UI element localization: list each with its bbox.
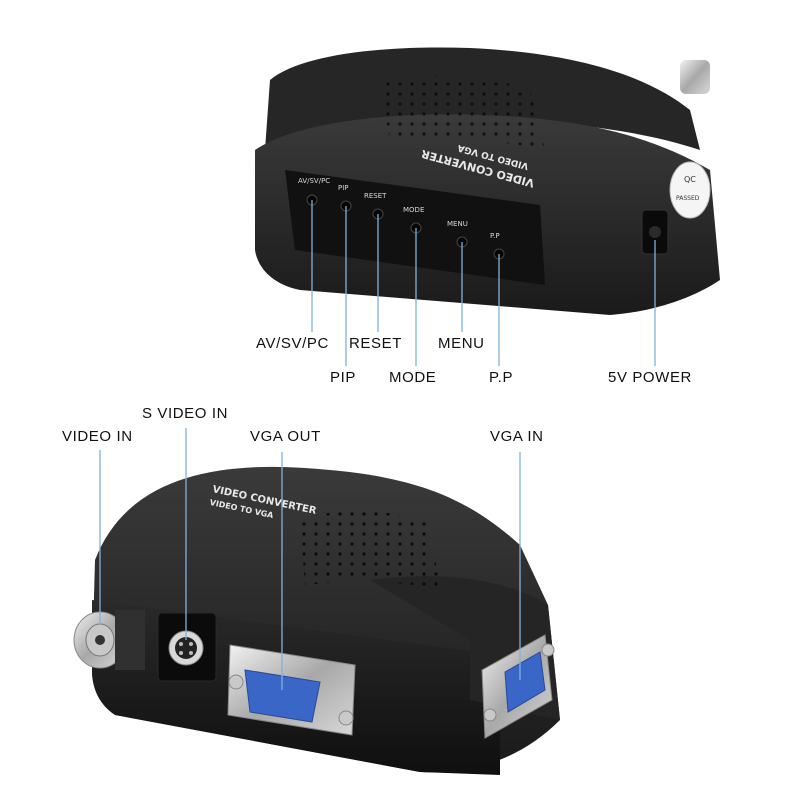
- panel-label-mode: MODE: [403, 206, 424, 214]
- top-device: VIDEO CONVERTER VIDEO TO VGA AV/SV/PC PI…: [255, 47, 720, 315]
- bottom-device-vent-grille: [300, 510, 440, 590]
- bottom-leader-lines: [99, 428, 521, 690]
- bnc-video-in-connector[interactable]: [73, 610, 145, 670]
- qc-sticker-line2: PASSED: [676, 195, 700, 202]
- callout-menu: MENU: [438, 335, 485, 352]
- vga-out-connector[interactable]: [227, 644, 356, 736]
- panel-label-av: AV/SV/PC: [298, 177, 330, 185]
- panel-label-pip: PIP: [338, 184, 349, 192]
- s-video-connector[interactable]: [157, 612, 217, 682]
- callout-pp: P.P: [489, 369, 514, 386]
- qc-sticker-line1: QC: [684, 175, 696, 184]
- top-leader-lines: [311, 200, 656, 366]
- callout-video-in: VIDEO IN: [62, 428, 133, 445]
- panel-label-menu: MENU: [447, 220, 468, 228]
- callout-5v-power: 5V POWER: [608, 369, 692, 386]
- power-jack-hole: [649, 226, 661, 238]
- callout-vga-out: VGA OUT: [250, 428, 321, 445]
- top-bnc-connector: [680, 60, 710, 94]
- panel-label-pp: P.P: [490, 232, 500, 240]
- callout-av-sv-pc: AV/SV/PC: [256, 335, 329, 352]
- callout-s-video-in: S VIDEO IN: [142, 405, 229, 422]
- callout-pip: PIP: [330, 369, 356, 386]
- callout-reset: RESET: [349, 335, 403, 352]
- top-device-vent-grille: [380, 74, 545, 150]
- callout-vga-in: VGA IN: [490, 428, 544, 445]
- vga-in-connector[interactable]: [481, 634, 555, 739]
- callout-mode: MODE: [389, 369, 437, 386]
- qc-sticker: [669, 161, 711, 219]
- bottom-device: VIDEO CONVERTER VIDEO TO VGA: [73, 466, 560, 775]
- panel-label-reset: RESET: [364, 192, 387, 200]
